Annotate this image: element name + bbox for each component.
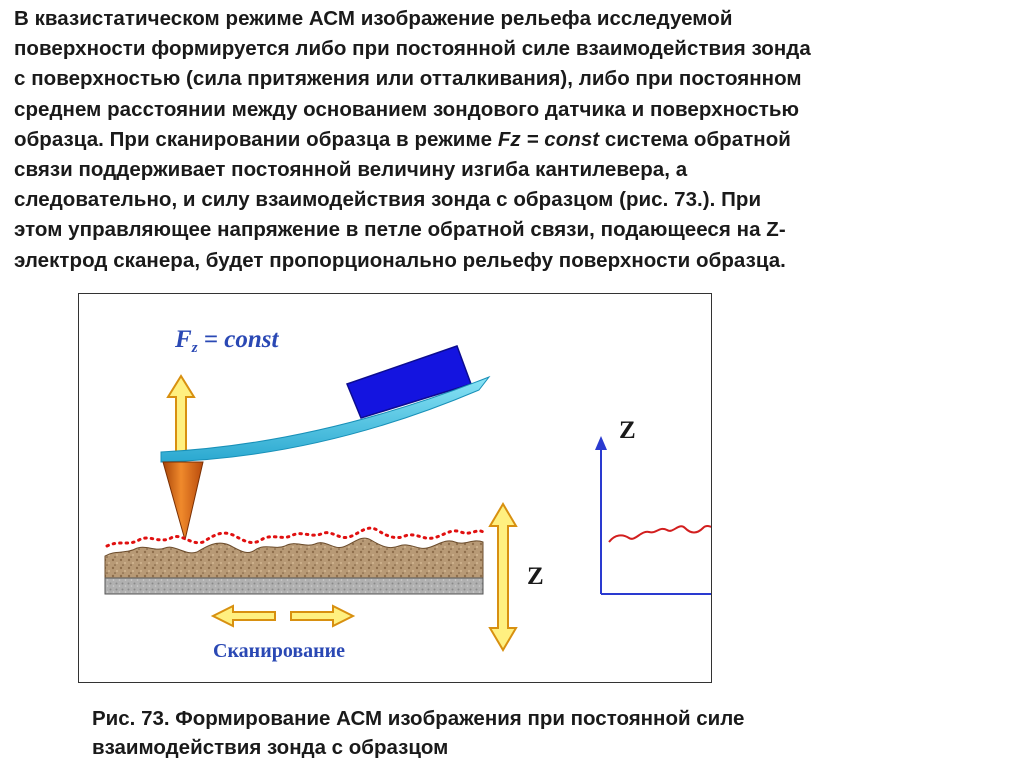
caption-line-1: Рис. 73. Формирование АСМ изображения пр… [92,707,745,730]
z-motion-arrow-icon [488,502,518,652]
scan-left-arrow-icon [210,604,276,628]
afm-diagram: Fz = const Z Сканирование [78,293,712,683]
force-label-f: F [174,326,192,353]
force-arrow-icon [166,374,196,455]
probe-tip-icon [162,461,204,541]
paragraph-line-5-end: система обратной [599,127,791,151]
paragraph-line-8: этом управляющее напряжение в петле обра… [14,218,786,242]
paragraph-line-9: электрод сканера, будет пропорционально … [14,248,786,272]
paragraph-line-1: В квазистатическом режиме АСМ изображени… [14,7,733,30]
paragraph-line-5-start: образца. При сканировании образца в режи… [14,127,498,151]
paragraph-line-4: среднем расстоянии между основанием зонд… [14,97,800,121]
paragraph-line-5: образца. При сканировании образца в режи… [14,125,1004,155]
graph-profile-line [608,525,711,543]
paragraph-line-3: с поверхностью (сила притяжения или отта… [14,67,802,91]
figure-caption: Рис. 73. Формирование АСМ изображения пр… [92,704,912,762]
cantilever-icon [160,375,491,463]
substrate-icon [104,577,484,595]
afm-diagram-svg: Fz = const Z Сканирование [104,326,711,662]
force-label: Fz = const [174,326,280,356]
scan-right-arrow-icon [290,604,356,628]
fz-const-formula: Fz = const [497,127,600,151]
scan-label: Сканирование [213,640,345,662]
z-motion-label: Z [527,563,544,590]
caption-line-2: взаимодействия зонда с образцом [92,736,449,759]
paragraph-line-2: поверхности формируется либо при постоян… [14,37,811,61]
main-paragraph: В квазистатическом режиме АСМ изображени… [14,4,1004,276]
graph-y-axis-label: Z [619,417,636,444]
force-label-subscript: z [191,340,198,356]
graph-y-axis-arrowhead-icon [595,436,607,450]
sample-surface-icon [104,537,484,579]
paragraph-line-6: связи поддерживает постоянной величину и… [14,158,688,182]
tip-trajectory [105,526,485,548]
paragraph-line-7: следовательно, и силу взаимодействия зон… [14,188,762,212]
force-label-const: = const [198,326,280,353]
